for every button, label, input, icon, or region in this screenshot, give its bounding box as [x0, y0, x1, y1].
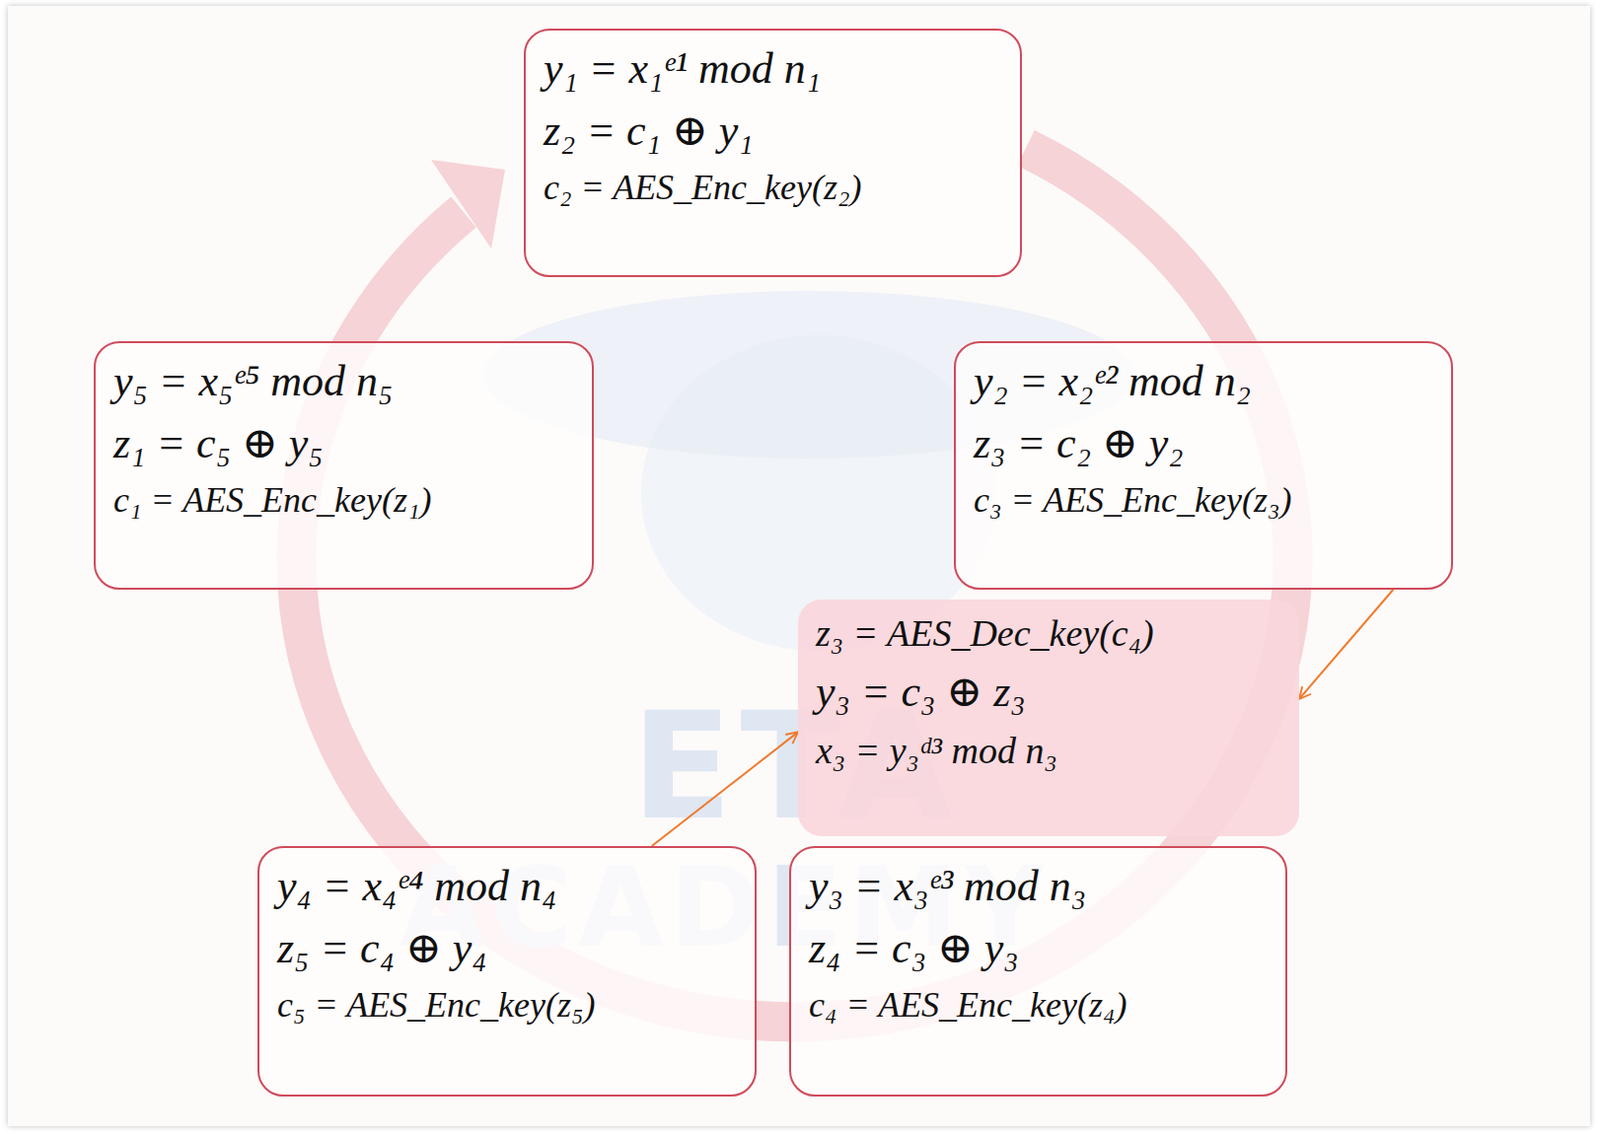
- formula-line: y₃ = x₃ᵉ³ mod n₃: [808, 858, 1270, 915]
- arrow-connector: [1299, 589, 1393, 700]
- formula-line: y₃ = c₃ ⊕ z₃: [815, 663, 1284, 721]
- process-box: y₁ = x₁ᵉ¹ mod n₁z₂ = c₁ ⊕ y₁ c₂ = AES_Enc…: [523, 28, 1022, 278]
- formula-line: c₂ = AES_Enc_key(z₂): [543, 164, 1005, 212]
- formula-line: z₂ = c₁ ⊕ y₁: [543, 102, 1005, 159]
- formula-line: c₁ = AES_Enc_key(z₁): [113, 477, 577, 524]
- formula-line: c₄ = AES_Enc_key(z₄): [808, 982, 1270, 1029]
- formula-line: z₃ = AES_Dec_key(c₄): [815, 609, 1284, 658]
- formula-line: x₃ = y₃ᵈ³ mod n₃: [815, 727, 1284, 776]
- process-box: y₅ = x₅ᵉ⁵ mod n₅z₁ = c₅ ⊕ y₅ c₁ = AES_Enc…: [93, 341, 594, 590]
- formula-line: z₅ = c₄ ⊕ y₄: [277, 920, 739, 977]
- highlight-box: z₃ = AES_Dec_key(c₄) y₃ = c₃ ⊕ z₃ x₃ = y₃ᵈ…: [798, 599, 1300, 837]
- formula-line: z₁ = c₅ ⊕ y₅: [113, 415, 577, 472]
- process-box: y₃ = x₃ᵉ³ mod n₃z₄ = c₃ ⊕ y₃ c₄ = AES_Enc…: [789, 846, 1288, 1097]
- formula-line: y₅ = x₅ᵉ⁵ mod n₅: [113, 353, 577, 410]
- formula-line: c₃ = AES_Enc_key(z₃): [973, 477, 1436, 524]
- arrow-connector: [652, 731, 799, 847]
- formula-line: y₁ = x₁ᵉ¹ mod n₁: [543, 40, 1005, 97]
- formula-line: y₂ = x₂ᵉ² mod n₂: [973, 353, 1436, 410]
- process-box: y₄ = x₄ᵉ⁴ mod n₄z₅ = c₄ ⊕ y₄ c₅ = AES_Enc…: [257, 846, 757, 1097]
- formula-line: z₄ = c₃ ⊕ y₃: [808, 920, 1270, 977]
- formula-line: z₃ = c₂ ⊕ y₂: [973, 415, 1436, 472]
- formula-line: y₄ = x₄ᵉ⁴ mod n₄: [277, 858, 739, 915]
- cycle-arrowhead: [431, 159, 506, 249]
- formula-line: c₅ = AES_Enc_key(z₅): [277, 982, 739, 1029]
- process-box: y₂ = x₂ᵉ² mod n₂z₃ = c₂ ⊕ y₂ c₃ = AES_Enc…: [953, 341, 1454, 590]
